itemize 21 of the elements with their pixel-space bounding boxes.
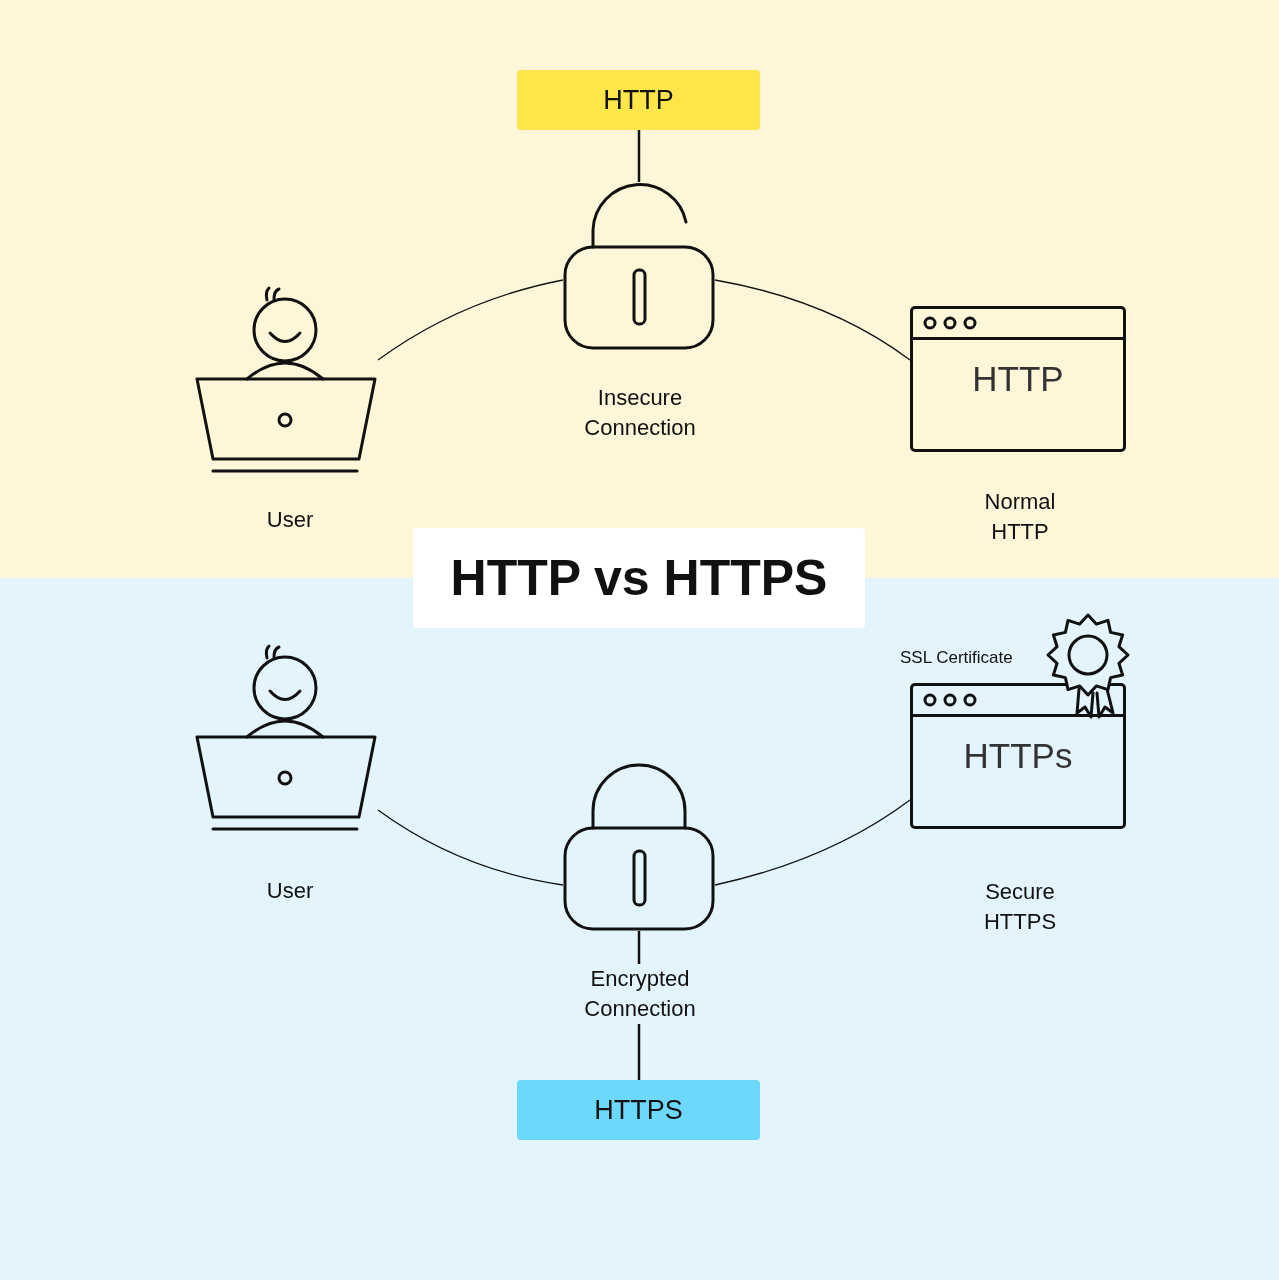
closed-padlock-icon bbox=[563, 763, 715, 931]
browser-window bbox=[910, 306, 1126, 452]
protocol-label: HTTP bbox=[517, 70, 760, 130]
person-at-laptop-icon bbox=[195, 643, 377, 831]
window-text: HTTPs bbox=[962, 736, 1074, 776]
caption-text: Normal HTTP bbox=[983, 488, 1057, 546]
connector-line bbox=[637, 130, 641, 182]
open-padlock-icon bbox=[563, 182, 715, 350]
connector-line bbox=[714, 799, 911, 886]
connector-line bbox=[377, 279, 564, 361]
caption-text: Secure HTTPS bbox=[982, 878, 1058, 936]
caption-text: Insecure Connection bbox=[583, 384, 697, 442]
certificate-label: SSL Certificate bbox=[900, 647, 1014, 669]
connector-line bbox=[714, 279, 911, 361]
connector-line bbox=[377, 809, 564, 886]
window-text: HTTP bbox=[971, 359, 1065, 399]
person-at-laptop-icon bbox=[195, 285, 377, 473]
protocol-label: HTTPS bbox=[517, 1080, 760, 1140]
caption-text: User bbox=[265, 877, 315, 905]
title: HTTP vs HTTPS bbox=[413, 528, 865, 628]
caption-text: User bbox=[265, 506, 315, 534]
